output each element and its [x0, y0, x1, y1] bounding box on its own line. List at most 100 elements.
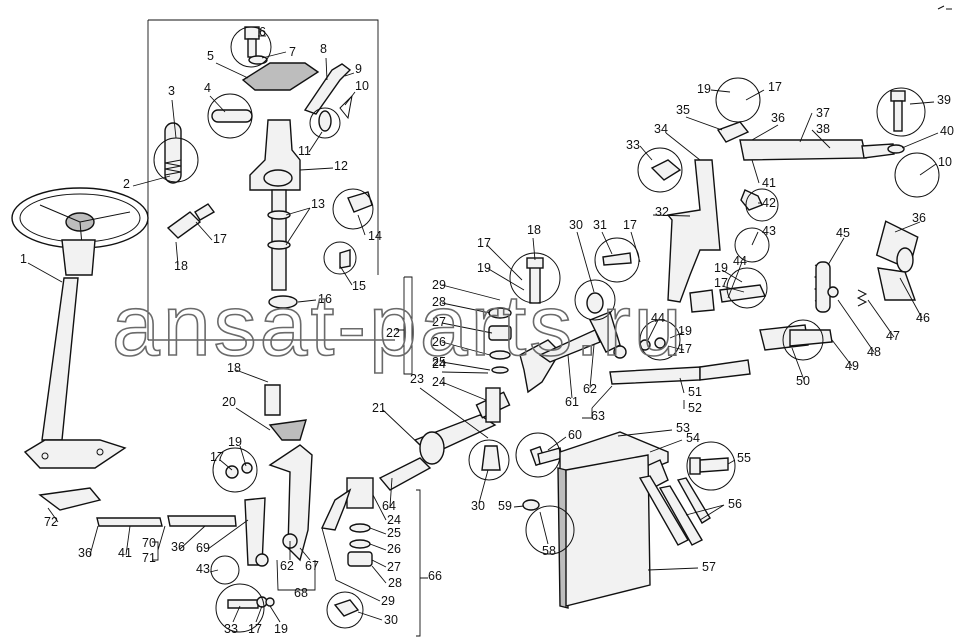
part-number-label: 17	[248, 622, 262, 636]
part-number-label: 10	[355, 79, 369, 93]
part-number-label: 14	[368, 229, 382, 243]
part-number-label: 59	[498, 499, 512, 513]
part-number-label: 10	[938, 155, 952, 169]
part-number-label: 60	[568, 428, 582, 442]
part-number-label: 61	[565, 395, 579, 409]
part-number-label: 47	[886, 329, 900, 343]
part-number-label: 36	[771, 111, 785, 125]
part-number-label: 8	[320, 42, 327, 56]
steering-column-frame	[147, 19, 395, 341]
part-number-label: 16	[318, 292, 332, 306]
column-parts	[164, 26, 373, 309]
part-number-label: 71	[142, 551, 156, 565]
part-number-label: 39	[937, 93, 951, 107]
leader-lines	[27, 35, 939, 637]
part-number-label: 56	[728, 497, 742, 511]
part-number-label: 33	[224, 622, 238, 636]
part-number-label: 45	[836, 226, 850, 240]
part-number-label: 21	[372, 401, 386, 415]
part-number-label: 44	[651, 311, 665, 325]
part-number-label: 19	[274, 622, 288, 636]
part-number-label: 54	[686, 431, 700, 445]
part-number-label: 62	[583, 382, 597, 396]
part-number-label: 2	[123, 177, 130, 191]
part-number-label: 5	[207, 49, 214, 63]
part-number-label: 41	[118, 546, 132, 560]
corner-mark	[937, 5, 952, 10]
part-number-label: 37	[816, 106, 830, 120]
cardan-shaft-assembly	[38, 252, 751, 617]
part-number-label: 17	[210, 450, 224, 464]
part-number-label: 19	[228, 435, 242, 449]
part-number-label: 24	[432, 375, 446, 389]
part-number-label: 43	[196, 562, 210, 576]
part-number-label: 17	[768, 80, 782, 94]
part-number-label: 62	[280, 559, 294, 573]
part-number-label: 63	[591, 409, 605, 423]
part-number-label: 27	[432, 315, 446, 329]
steering-wheel	[11, 187, 149, 469]
part-number-label: 46	[916, 311, 930, 325]
part-number-label: 19	[678, 324, 692, 338]
part-number-label: 27	[387, 560, 401, 574]
part-number-label: 6	[259, 25, 266, 39]
part-number-label: 25	[432, 355, 446, 369]
part-number-label: 58	[542, 544, 556, 558]
part-number-label: 36	[78, 546, 92, 560]
part-number-label: 7	[289, 45, 296, 59]
part-number-label: 19	[477, 261, 491, 275]
mudguard-assembly	[522, 431, 711, 609]
part-number-label: 17	[714, 276, 728, 290]
part-number-label: 28	[388, 576, 402, 590]
part-number-label: 66	[428, 569, 442, 583]
part-number-label: 50	[796, 374, 810, 388]
part-number-label: 51	[688, 385, 702, 399]
part-number-label: 11	[298, 144, 311, 158]
part-number-label: 72	[44, 515, 58, 529]
part-number-label: 55	[737, 451, 751, 465]
part-number-label: 30	[569, 218, 583, 232]
detail-circles	[153, 26, 940, 633]
part-number-label: 36	[171, 540, 185, 554]
part-number-label: 42	[762, 196, 776, 210]
part-number-label: 26	[432, 335, 446, 349]
right-linkage-group	[529, 90, 919, 475]
part-number-label: 24	[432, 357, 446, 371]
part-number-label: 23	[410, 372, 424, 386]
part-number-label: 20	[222, 395, 236, 409]
part-number-label: 43	[762, 224, 776, 238]
part-number-label: 29	[381, 594, 395, 608]
part-number-label: 30	[471, 499, 485, 513]
part-number-label: 41	[762, 176, 776, 190]
part-number-label: 28	[432, 295, 446, 309]
part-number-label: 32	[655, 205, 669, 219]
part-number-label: 40	[940, 124, 954, 138]
part-number-label: 26	[387, 542, 401, 556]
part-number-label: 36	[912, 211, 926, 225]
part-number-label: 4	[204, 81, 211, 95]
part-number-label: 70	[142, 536, 156, 550]
part-number-label: 18	[527, 223, 541, 237]
part-number-label: 19	[697, 82, 711, 96]
part-number-label: 34	[654, 122, 668, 136]
part-number-label: 49	[845, 359, 859, 373]
part-number-label: 29	[432, 278, 446, 292]
watermark-text: ansat-parts.ru	[112, 278, 685, 374]
part-number-label: 64	[382, 499, 396, 513]
part-number-label: 15	[352, 279, 366, 293]
part-number-label: 69	[196, 541, 210, 555]
part-number-label: 17	[213, 232, 227, 246]
part-number-label: 12	[334, 159, 348, 173]
part-number-label: 48	[867, 345, 881, 359]
part-number-label: 25	[387, 526, 401, 540]
part-number-label: 1	[20, 252, 27, 266]
part-number-label: 44	[733, 254, 747, 268]
part-number-label: 24	[387, 513, 401, 527]
part-number-label: 18	[227, 361, 241, 375]
part-number-label: 17	[623, 218, 637, 232]
part-number-label: 17	[678, 342, 692, 356]
part-number-label: 9	[355, 62, 362, 76]
part-number-label: 68	[294, 586, 308, 600]
